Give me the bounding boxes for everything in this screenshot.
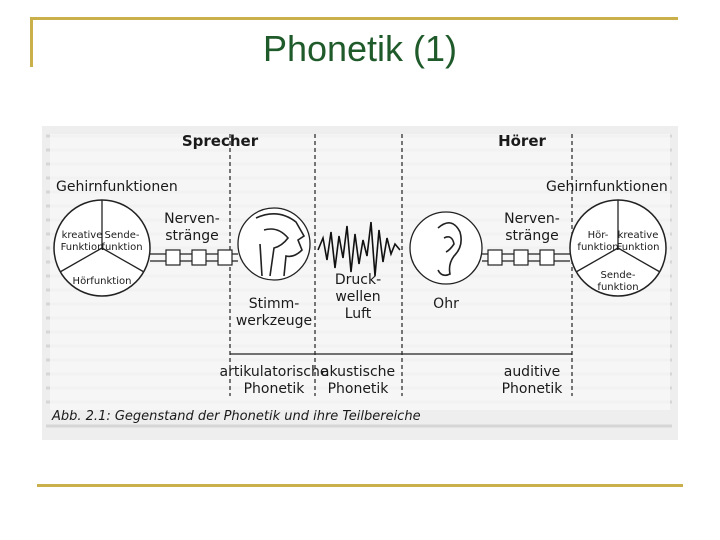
- figure-panel: [50, 134, 670, 410]
- brain-functions-right-label: Gehirnfunktionen: [546, 179, 668, 195]
- nerves-right-label-2: stränge: [505, 228, 559, 244]
- wave-label-1: Druck-: [335, 272, 381, 288]
- acoustic-phonetics-2: Phonetik: [328, 381, 390, 397]
- slide-title: Phonetik (1): [262, 28, 458, 69]
- phonetics-diagram: Sprecher Hörer Gehirnfunktionen Gehirnfu…: [46, 132, 672, 428]
- left-brain-creative-2: Funktion: [61, 242, 104, 253]
- nerves-right-label-1: Nerven-: [504, 211, 560, 227]
- right-brain-hearing-1: Hör-: [588, 230, 609, 241]
- scanned-figure: Sprecher Hörer Gehirnfunktionen Gehirnfu…: [42, 126, 678, 440]
- dividers: [229, 134, 573, 396]
- acoustic-phonetics-1: akustische: [321, 364, 395, 380]
- articulatory-phonetics-1: artikulatorische: [220, 364, 329, 380]
- nerve-strand-right: [482, 249, 570, 266]
- left-border-line: [30, 17, 33, 67]
- wave-label-3: Luft: [345, 306, 372, 322]
- sound-wave-icon: [317, 221, 401, 277]
- auditive-phonetics-2: Phonetik: [502, 381, 564, 397]
- right-brain-circle: Hör- funktion kreative Funktion Sende- f…: [569, 199, 667, 297]
- left-brain-hearing: Hörfunktion: [73, 276, 132, 287]
- brain-functions-left-label: Gehirnfunktionen: [56, 179, 178, 195]
- voice-label-2: werkzeuge: [236, 313, 312, 329]
- right-brain-hearing-2: funktion: [577, 242, 618, 253]
- nerves-left-label-2: stränge: [165, 228, 219, 244]
- listener-label: Hörer: [498, 132, 546, 150]
- top-border-line: [30, 17, 678, 20]
- wave-label-2: wellen: [335, 289, 380, 305]
- figure-caption: Abb. 2.1: Gegenstand der Phonetik und ih…: [51, 409, 421, 424]
- right-brain-creative-2: Funktion: [617, 242, 660, 253]
- vocal-tract-icon: [237, 207, 311, 281]
- left-brain-creative-1: kreative: [62, 230, 103, 241]
- left-brain-send-2: funktion: [101, 242, 142, 253]
- right-brain-send-1: Sende-: [601, 270, 636, 281]
- voice-label-1: Stimm-: [249, 296, 300, 312]
- right-brain-send-2: funktion: [597, 282, 638, 293]
- auditive-phonetics-1: auditive: [504, 364, 561, 380]
- articulatory-phonetics-2: Phonetik: [244, 381, 306, 397]
- ear-label: Ohr: [433, 296, 459, 312]
- speaker-label: Sprecher: [182, 132, 259, 150]
- ear-icon: [409, 211, 483, 285]
- nerve-strand-left: [150, 249, 238, 266]
- left-brain-send-1: Sende-: [105, 230, 140, 241]
- right-brain-creative-1: kreative: [618, 230, 659, 241]
- nerves-left-label-1: Nerven-: [164, 211, 220, 227]
- bottom-border-line: [37, 484, 683, 487]
- left-brain-circle: kreative Funktion Sende- funktion Hörfun…: [53, 199, 151, 297]
